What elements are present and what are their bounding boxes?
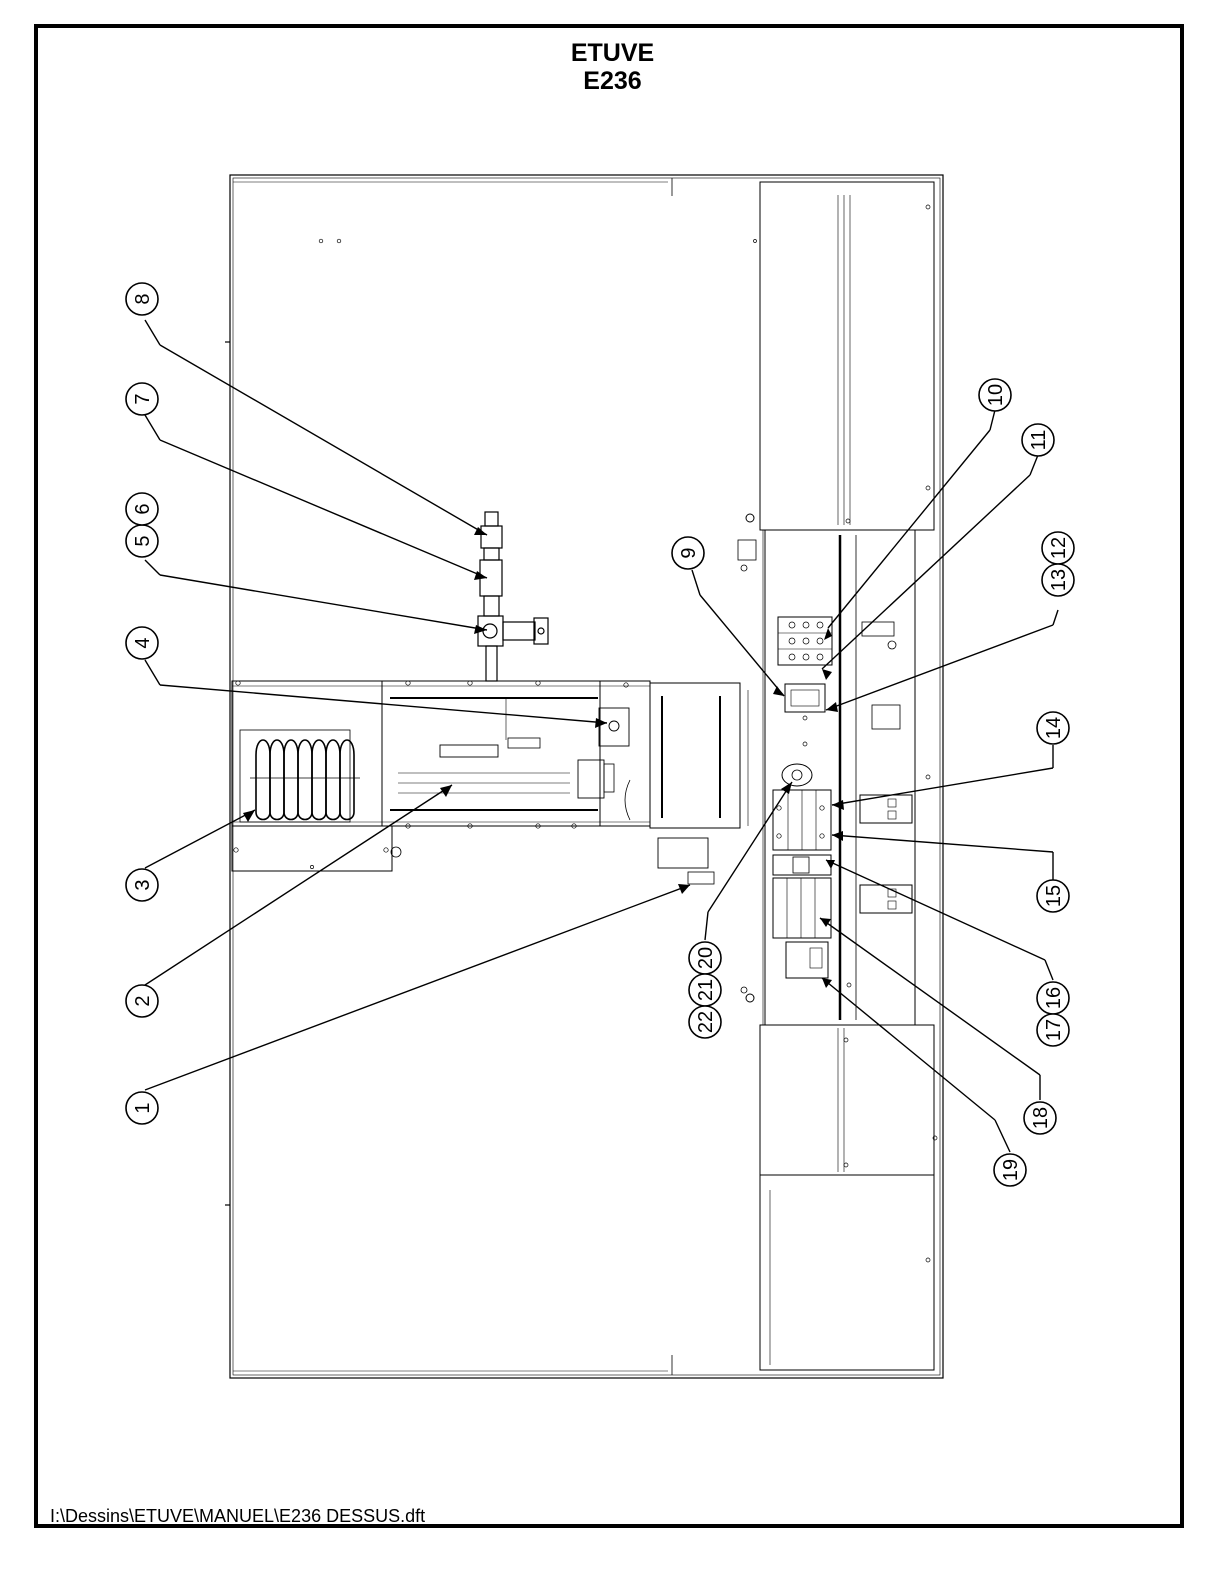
callout-16-label: 16 — [1043, 987, 1065, 1009]
callout-21-label: 21 — [695, 979, 717, 1001]
callout-10: 10 — [979, 379, 1011, 411]
callout-12-label: 12 — [1048, 537, 1070, 559]
callout-18-label: 18 — [1030, 1107, 1052, 1129]
callout-4-label: 4 — [132, 637, 154, 648]
callout-15-label: 15 — [1043, 885, 1065, 907]
leader-lines — [145, 320, 1058, 1152]
callout-9: 9 — [672, 537, 704, 569]
callout-18: 18 — [1024, 1102, 1056, 1134]
water-inlet-piping — [478, 512, 548, 681]
drawing-model: E236 — [0, 68, 1225, 94]
callout-3: 3 — [126, 869, 158, 901]
callout-13: 13 — [1042, 564, 1074, 596]
heating-coil — [250, 740, 360, 820]
callout-14-label: 14 — [1043, 717, 1065, 739]
callout-8-label: 8 — [132, 293, 154, 304]
right-panel-column — [760, 182, 937, 1370]
callout-3-label: 3 — [132, 879, 154, 890]
callout-12: 12 — [1042, 532, 1074, 564]
callout-20-label: 20 — [695, 947, 717, 969]
callout-17: 17 — [1037, 1014, 1069, 1046]
drawing-title: ETUVE — [0, 40, 1225, 66]
callout-11-label: 11 — [1028, 430, 1050, 451]
callout-5-label: 5 — [132, 535, 154, 546]
callout-6: 6 — [126, 493, 158, 525]
callout-8: 8 — [126, 283, 158, 315]
file-path-label: I:\Dessins\ETUVE\MANUEL\E236 DESSUS.dft — [50, 1506, 425, 1527]
callout-9-label: 9 — [678, 547, 700, 558]
callout-20: 20 — [689, 942, 721, 974]
callout-10-label: 10 — [985, 384, 1007, 406]
callout-15: 15 — [1037, 880, 1069, 912]
callout-19-label: 19 — [1000, 1159, 1022, 1181]
electrical-panel — [738, 514, 930, 1025]
callout-5: 5 — [126, 525, 158, 557]
callout-6-label: 6 — [132, 503, 154, 514]
callout-4: 4 — [126, 627, 158, 659]
callout-21: 21 — [689, 974, 721, 1006]
callout-7-label: 7 — [132, 393, 154, 404]
callout-19: 19 — [994, 1154, 1026, 1186]
heater-assembly — [232, 681, 748, 884]
callout-14: 14 — [1037, 712, 1069, 744]
sheet-border — [36, 26, 1182, 1526]
callout-7: 7 — [126, 383, 158, 415]
callout-17-label: 17 — [1043, 1019, 1065, 1041]
cabinet-outline — [225, 175, 943, 1378]
callout-22: 22 — [689, 1006, 721, 1038]
callout-16: 16 — [1037, 982, 1069, 1014]
callout-22-label: 22 — [695, 1011, 717, 1033]
arrow-heads — [243, 527, 844, 988]
callout-11: 11 — [1022, 424, 1054, 456]
callout-2-label: 2 — [132, 995, 154, 1006]
callout-2: 2 — [126, 985, 158, 1017]
callout-13-label: 13 — [1048, 569, 1070, 591]
callout-1: 1 — [126, 1092, 158, 1124]
callout-1-label: 1 — [132, 1102, 154, 1113]
